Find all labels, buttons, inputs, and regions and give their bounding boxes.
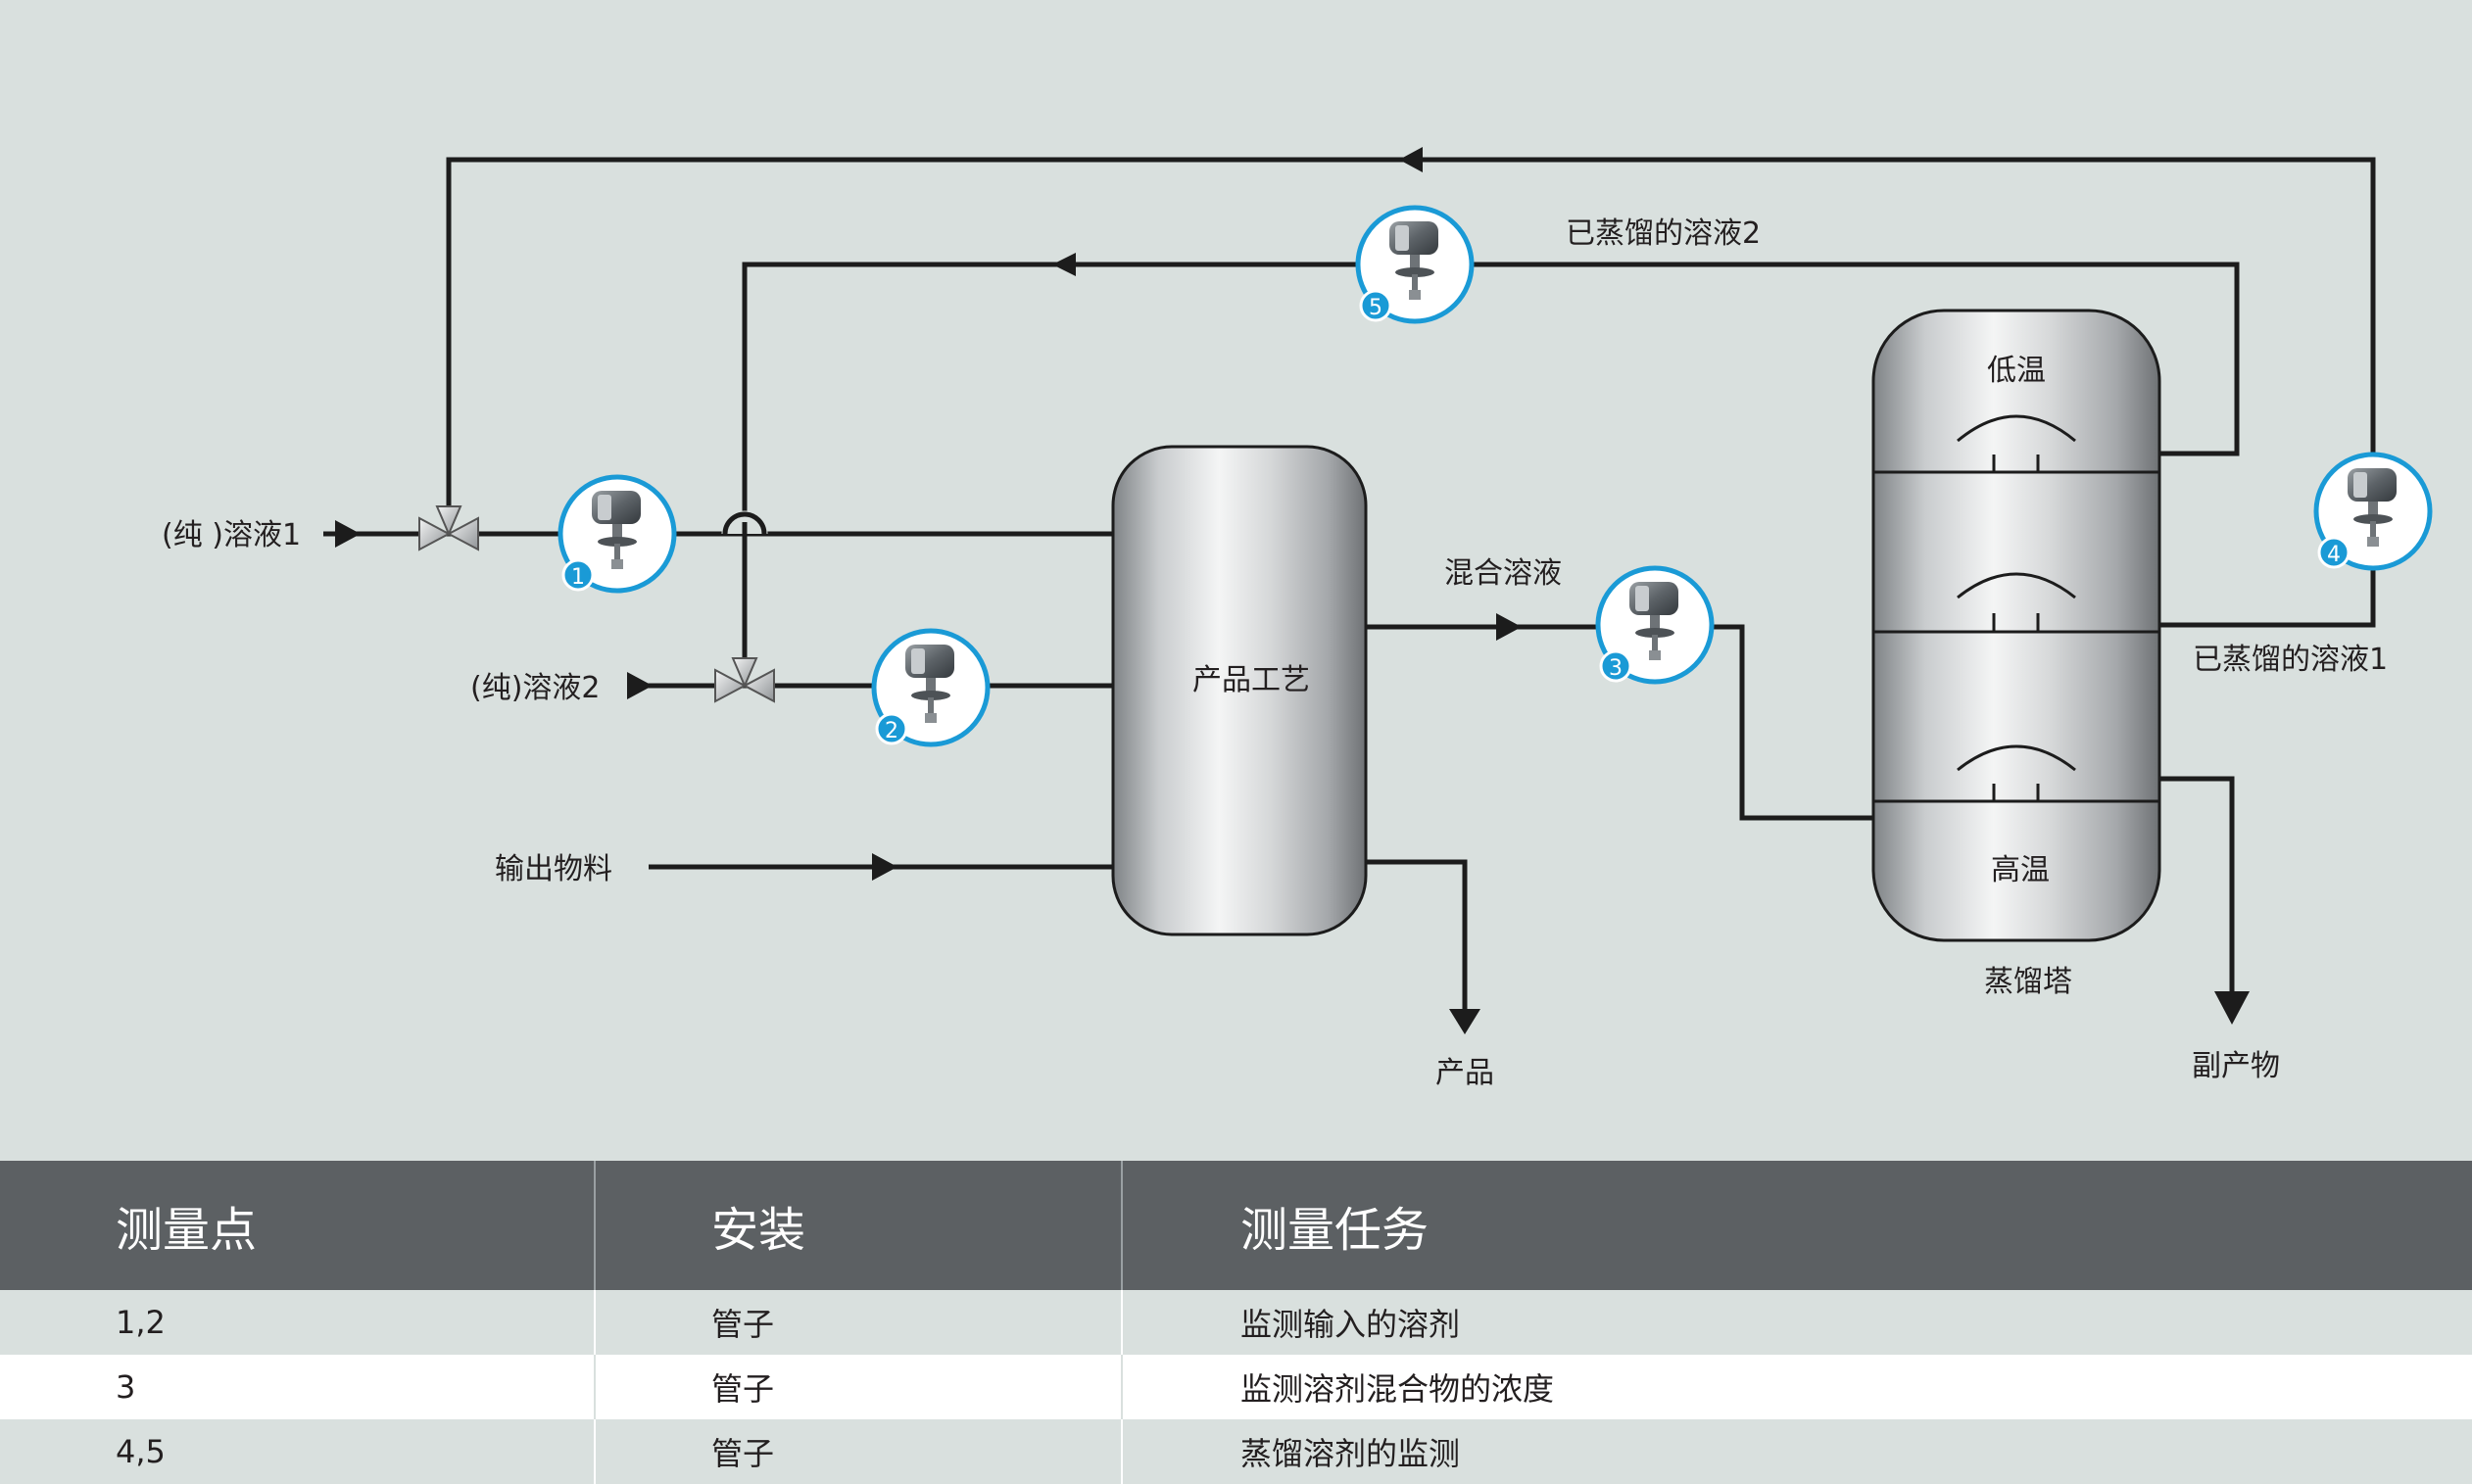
solution-1-label: (纯 )溶液1	[162, 518, 301, 552]
header-measurement-task: 测量任务	[1240, 1203, 1430, 1258]
cell-installation: 管子	[596, 1355, 1123, 1419]
header-measurement-point: 测量点	[0, 1161, 596, 1290]
sensor-5-icon[interactable]: 5	[1358, 208, 1472, 321]
flow-arrow-icon	[1399, 147, 1423, 172]
measurement-point-3: 3	[1609, 656, 1623, 681]
flow-arrow-icon	[335, 520, 361, 548]
header-installation: 安装	[596, 1161, 1123, 1290]
flow-arrow-icon	[1052, 253, 1076, 276]
flow-arrow-icon	[1496, 613, 1522, 641]
cell-installation: 管子	[596, 1419, 1123, 1484]
distillation-column-name: 蒸馏塔	[1984, 965, 2072, 999]
cell-task: 监测溶剂混合物的浓度	[1240, 1370, 1555, 1408]
measurement-point-2: 2	[885, 719, 898, 743]
product-pipe	[1364, 859, 1468, 1019]
cell-point: 3	[0, 1355, 596, 1419]
sensor-2-icon[interactable]: 2	[874, 631, 988, 744]
flow-arrow-icon	[2214, 991, 2250, 1025]
cell-point: 4,5	[0, 1419, 596, 1484]
process-diagram: 产品工艺 低温 高温 蒸馏塔 1 2	[162, 147, 2472, 1090]
mixed-solution-label: 混合溶液	[1444, 556, 1562, 591]
process-vessel	[1111, 445, 1368, 936]
cell-installation: 管子	[596, 1290, 1123, 1355]
flow-arrow-icon	[627, 672, 653, 699]
distillate-1-label: 已蒸馏的溶液1	[2193, 643, 2388, 677]
sensor-4-icon[interactable]: 4	[2316, 455, 2430, 568]
distillation-column	[1871, 309, 2161, 942]
byproduct-label: 副产物	[2192, 1049, 2280, 1083]
column-top-label: 低温	[1987, 354, 2046, 388]
column-trays	[1873, 414, 2159, 803]
sensor-1-icon[interactable]: 1	[560, 477, 674, 591]
pipe-crossover	[722, 511, 767, 535]
cell-task: 蒸馏溶剂的监测	[1240, 1435, 1461, 1472]
output-material-label: 输出物料	[495, 852, 612, 886]
solution-2-label: (纯)溶液2	[470, 671, 601, 705]
measurement-table: 测量点 安装 测量任务 1,2 管子 监测输入的溶剂 3 管子 监测溶剂混合物的…	[0, 1161, 2472, 1484]
distillate-2-label: 已蒸馏的溶液2	[1566, 216, 1761, 251]
table-row: 1,2 管子 监测输入的溶剂	[0, 1290, 2472, 1355]
three-way-valve-1	[418, 505, 479, 551]
measurement-point-4: 4	[2327, 543, 2341, 567]
measurement-point-1: 1	[571, 565, 585, 590]
process-vessel-label: 产品工艺	[1192, 663, 1310, 697]
cell-point: 1,2	[0, 1290, 596, 1355]
product-label: 产品	[1435, 1056, 1494, 1090]
table-header: 测量点 安装 测量任务	[0, 1161, 2472, 1290]
table-row: 4,5 管子 蒸馏溶剂的监测	[0, 1419, 2472, 1484]
column-bottom-label: 高温	[1991, 853, 2050, 887]
sensor-3-icon[interactable]: 3	[1598, 568, 1712, 682]
flow-arrow-icon	[872, 853, 897, 881]
byproduct-pipe	[2159, 776, 2235, 999]
cell-task: 监测输入的溶剂	[1240, 1306, 1461, 1343]
recycle-pipe-2	[742, 262, 2240, 522]
three-way-valve-2	[714, 657, 775, 703]
table-row: 3 管子 监测溶剂混合物的浓度	[0, 1355, 2472, 1419]
flow-arrow-icon	[1449, 1009, 1480, 1034]
measurement-point-5: 5	[1369, 296, 1382, 320]
mixed-solution-pipe	[1364, 624, 1875, 821]
